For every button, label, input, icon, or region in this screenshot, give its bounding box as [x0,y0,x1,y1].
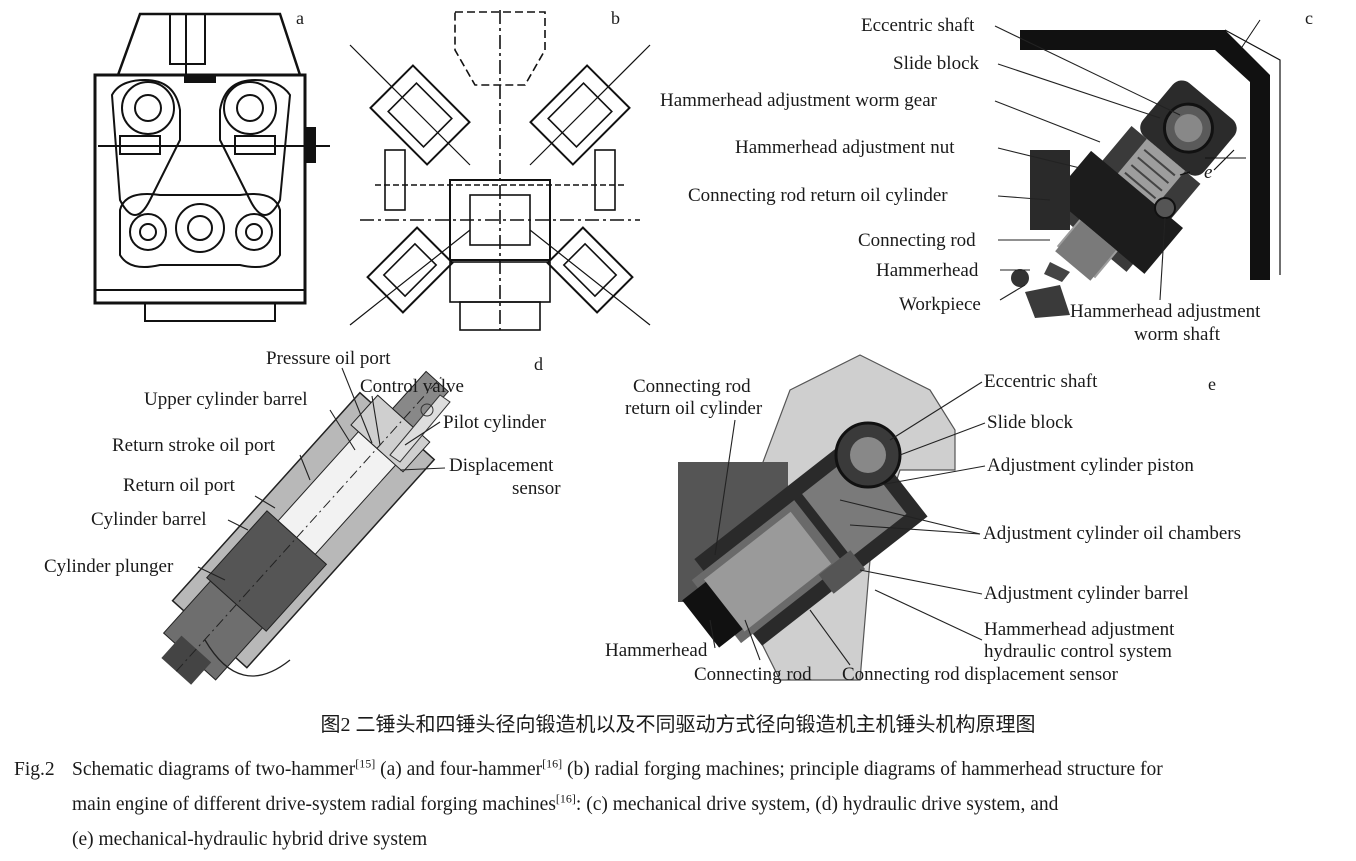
label-e-return-cylinder-line2: return oil cylinder [625,398,763,419]
panel-d-letter: d [534,354,543,374]
label-e-hammerhead: Hammerhead [605,640,708,661]
label-e-oil-chambers: Adjustment cylinder oil chambers [983,523,1242,544]
caption-ref-15: [15] [355,756,376,771]
label-e-adjustment-piston: Adjustment cylinder piston [987,455,1194,476]
caption-text-1: Schematic diagrams of two-hammer [72,759,356,780]
caption-text-6: (e) mechanical-hydraulic hybrid drive sy… [72,829,428,850]
panel-c-leaders [994,25,1181,301]
label-d-return-stroke-oil-port: Return stroke oil port [112,435,276,456]
label-c-slide-block: Slide block [893,53,980,74]
label-e-eccentric-shaft: Eccentric shaft [984,371,1098,392]
caption-line-3: (e) mechanical-hydraulic hybrid drive sy… [14,822,1350,857]
panel-b-letter: b [611,8,620,28]
label-d-pilot-cylinder: Pilot cylinder [443,412,546,433]
caption-fig-number: Fig.2 [14,759,55,780]
caption-text-2: (a) and four-hammer [375,759,543,780]
label-e-slide-block: Slide block [987,412,1074,433]
panel-a-letter: a [296,8,304,28]
panel-e-letter: e [1208,374,1216,394]
label-c-hammerhead: Hammerhead [876,260,979,281]
label-c-worm-shaft-line2: worm shaft [1134,324,1221,345]
caption-chinese: 图2 二锤头和四锤头径向锻造机以及不同驱动方式径向锻造机主机锤头机构原理图 [320,714,1036,736]
label-d-cylinder-barrel: Cylinder barrel [91,509,207,530]
caption-text-4: main engine of different drive-system ra… [72,794,556,815]
label-d-displacement-line1: Displacement [449,455,554,476]
caption-ref-16a: [16] [542,756,563,771]
panel-b-drawing [349,10,651,331]
label-c-eccentric-shaft: Eccentric shaft [861,15,975,36]
label-d-control-valve: Control valve [360,376,464,397]
caption-line-2: main engine of different drive-system ra… [14,787,1350,822]
label-e-hydraulic-control-line1: Hammerhead adjustment [984,619,1175,640]
caption-ref-16b: [16] [555,791,576,806]
caption-text-5: : (c) mechanical drive system, (d) hydra… [575,794,1059,815]
label-c-eccentricity-e: e [1204,162,1213,183]
panel-c-letter: c [1305,8,1313,28]
label-d-cylinder-plunger: Cylinder plunger [44,556,174,577]
label-c-return-oil-cylinder: Connecting rod return oil cylinder [688,185,948,206]
label-e-hydraulic-control-line2: hydraulic control system [984,641,1172,662]
panel-d-drawing [161,370,451,685]
label-c-connecting-rod: Connecting rod [858,230,976,251]
caption-text-3: (b) radial forging machines; principle d… [562,759,1163,780]
panel-e-leaders [709,381,986,666]
label-d-pressure-oil-port: Pressure oil port [266,348,391,369]
label-e-displacement-sensor: Connecting rod displacement sensor [842,664,1118,685]
panel-a-drawing [93,12,330,322]
panel-c-drawing [1011,19,1281,318]
label-c-workpiece: Workpiece [899,294,981,315]
label-d-displacement-line2: sensor [512,478,561,499]
label-c-worm-gear: Hammerhead adjustment worm gear [660,90,937,111]
label-e-return-cylinder-line1: Connecting rod [633,376,751,397]
label-d-upper-cylinder-barrel: Upper cylinder barrel [144,389,308,410]
label-d-return-oil-port: Return oil port [123,475,235,496]
panel-d-leaders [197,367,446,581]
caption-english: Fig.2 Schematic diagrams of two-hammer[15… [14,752,1350,857]
panel-e-drawing [678,354,956,681]
label-c-worm-shaft-line1: Hammerhead adjustment [1070,301,1261,322]
label-e-connecting-rod: Connecting rod [694,664,812,685]
label-c-adjustment-nut: Hammerhead adjustment nut [735,137,955,158]
label-e-adjustment-barrel: Adjustment cylinder barrel [984,583,1189,604]
